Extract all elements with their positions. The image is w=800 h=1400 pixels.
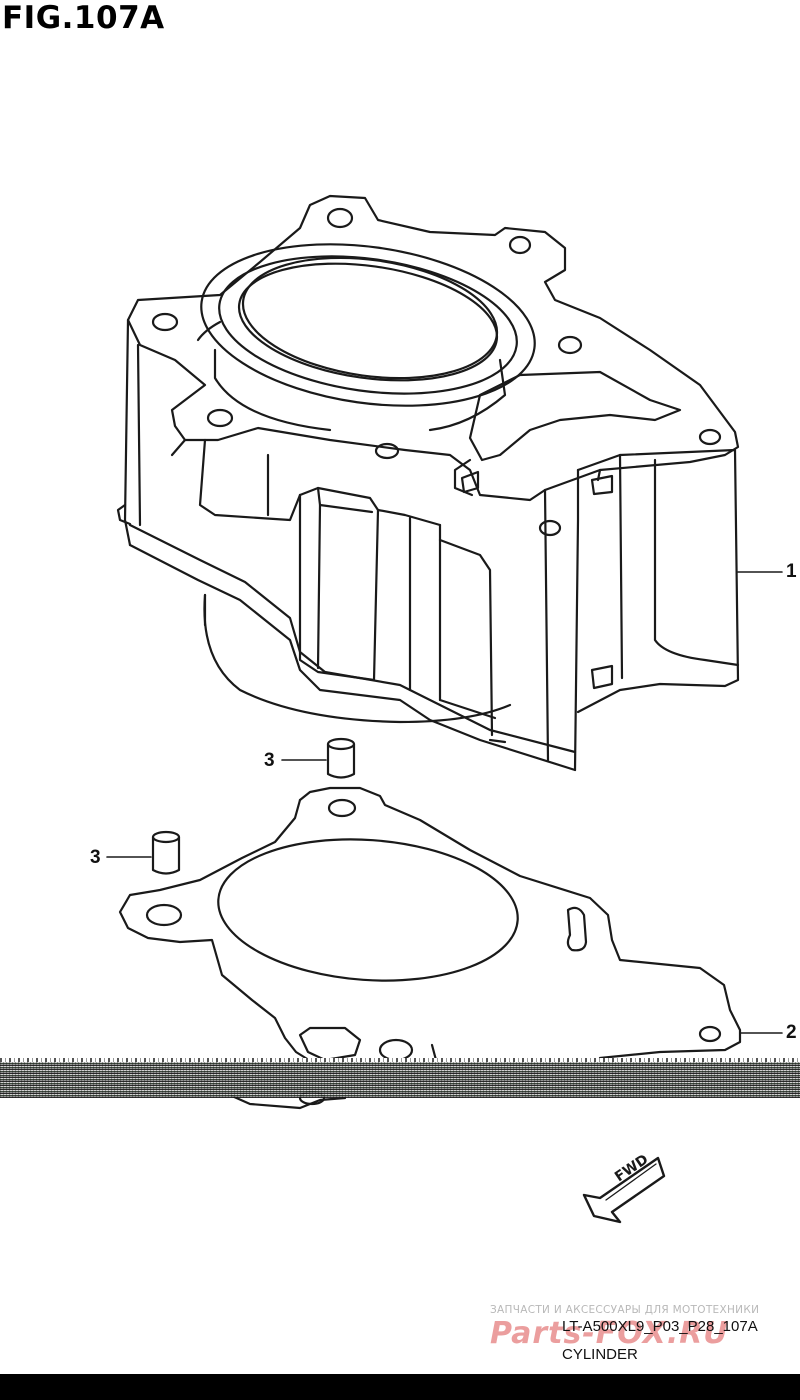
callout-3-upper: 3 bbox=[264, 750, 275, 771]
scan-artifact-band bbox=[0, 1062, 800, 1098]
bottom-bar bbox=[0, 1374, 800, 1400]
diagram-name: CYLINDER bbox=[562, 1346, 638, 1363]
dowel-pin-lower bbox=[106, 830, 181, 875]
cylinder-gasket bbox=[118, 786, 783, 1110]
cylinder-part bbox=[116, 194, 783, 772]
callout-2: 2 bbox=[786, 1022, 797, 1043]
footer-watermark: ЗАПЧАСТИ И АКСЕССУАРЫ ДЛЯ МОТОТЕХНИКИ bbox=[490, 1304, 760, 1316]
diagram-code: LT-A500XL9_P03_P28_107A bbox=[562, 1318, 758, 1335]
dowel-pin-upper bbox=[281, 737, 356, 779]
callout-3-lower: 3 bbox=[90, 847, 101, 868]
figure-title: FIG.107A bbox=[2, 0, 165, 36]
callout-1: 1 bbox=[786, 561, 797, 582]
fwd-arrow-icon bbox=[582, 1156, 666, 1224]
scan-artifact-top bbox=[0, 1058, 800, 1063]
